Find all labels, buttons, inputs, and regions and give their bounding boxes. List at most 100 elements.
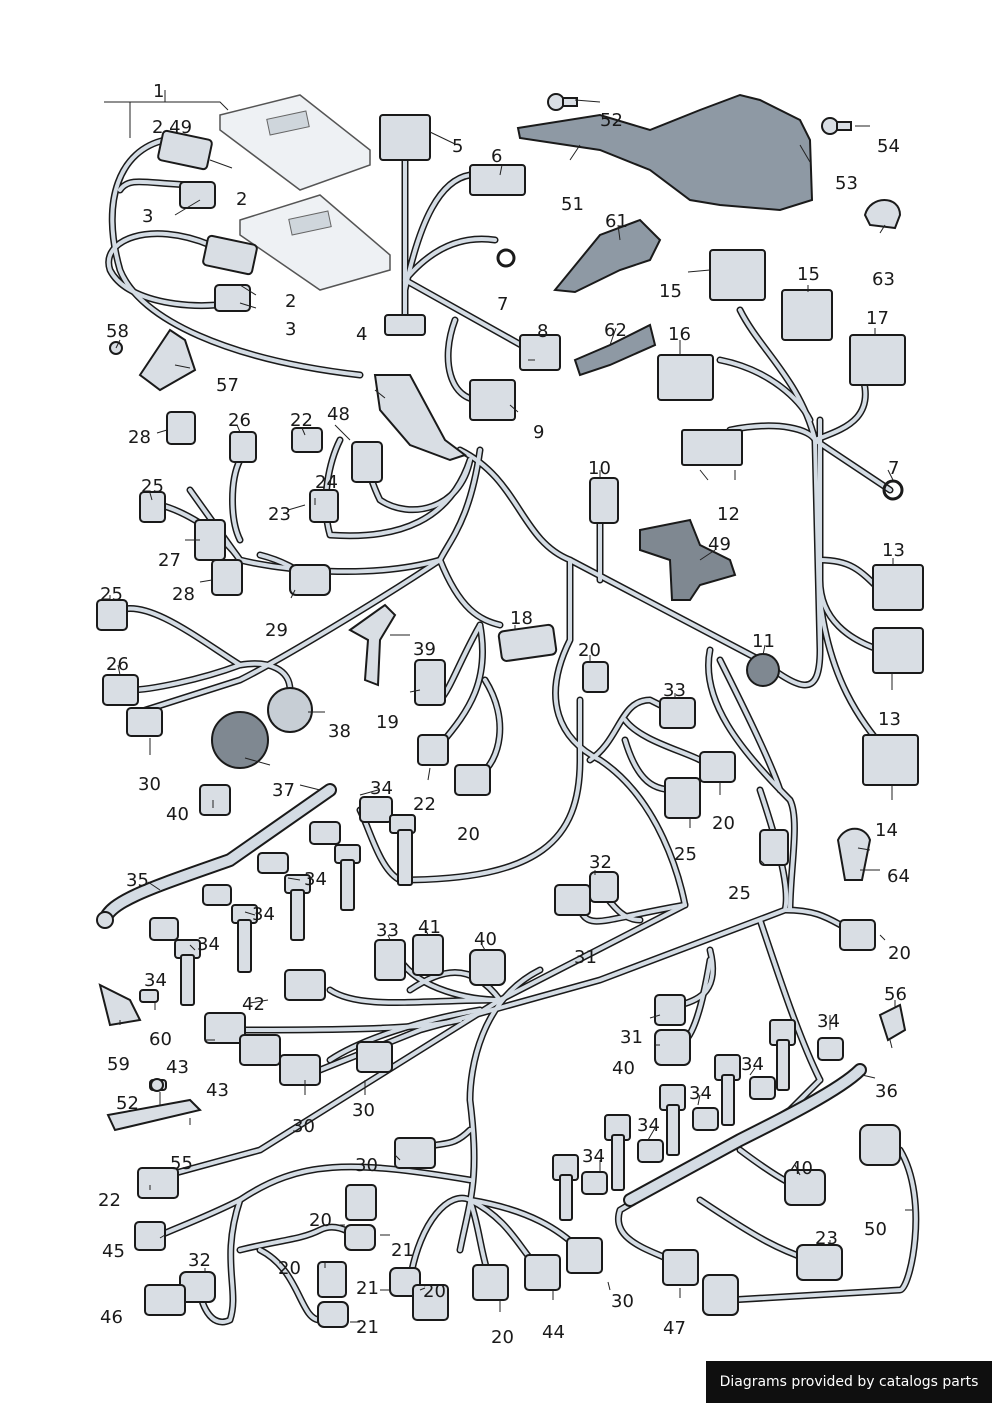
callout-32: 32 xyxy=(589,852,612,873)
callout-57: 57 xyxy=(216,375,239,396)
callout-4: 4 xyxy=(356,324,367,345)
callout-20: 20 xyxy=(423,1281,446,1302)
callout-25: 25 xyxy=(674,844,697,865)
callout-20: 20 xyxy=(888,943,911,964)
callout-3: 3 xyxy=(285,319,296,340)
callout-58: 58 xyxy=(106,321,129,342)
callout-34: 34 xyxy=(689,1083,712,1104)
callout-49: 49 xyxy=(708,534,731,555)
ecu-upper xyxy=(219,94,371,191)
callout-63: 63 xyxy=(872,269,895,290)
engine-control-units xyxy=(219,94,391,291)
callout-62: 62 xyxy=(604,320,627,341)
callout-46: 46 xyxy=(100,1307,123,1328)
callout-30: 30 xyxy=(292,1116,315,1137)
callout-36: 36 xyxy=(875,1081,898,1102)
callout-52: 52 xyxy=(116,1093,139,1114)
callout-59: 59 xyxy=(107,1054,130,1075)
callout-1: 1 xyxy=(153,81,164,102)
callout-13: 13 xyxy=(878,709,901,730)
callout-40: 40 xyxy=(790,1158,813,1179)
callout-23: 23 xyxy=(268,504,291,525)
callout-55: 55 xyxy=(170,1153,193,1174)
callout-labels: 1 2 49 2 3 2 3 5 6 7 4 8 9 52 51 53 54 6… xyxy=(98,81,911,1348)
callout-20: 20 xyxy=(491,1327,514,1348)
callout-34: 34 xyxy=(582,1146,605,1167)
callout-40: 40 xyxy=(612,1058,635,1079)
callout-28: 28 xyxy=(128,427,151,448)
callout-2: 2 xyxy=(236,189,247,210)
callout-30: 30 xyxy=(138,774,161,795)
callout-20: 20 xyxy=(278,1258,301,1279)
callout-11: 11 xyxy=(752,631,775,652)
callout-24: 24 xyxy=(315,472,338,493)
callout-28: 28 xyxy=(172,584,195,605)
callout-25: 25 xyxy=(141,476,164,497)
callout-3: 3 xyxy=(142,206,153,227)
callout-37: 37 xyxy=(272,780,295,801)
callout-14: 14 xyxy=(875,820,898,841)
callout-8: 8 xyxy=(537,321,548,342)
callout-42: 42 xyxy=(242,994,265,1015)
callout-20: 20 xyxy=(712,813,735,834)
callout-64: 64 xyxy=(887,866,910,887)
callout-40: 40 xyxy=(474,929,497,950)
callout-51: 51 xyxy=(561,194,584,215)
callout-47: 47 xyxy=(663,1318,686,1339)
callout-22: 22 xyxy=(290,410,313,431)
leader-lines xyxy=(104,90,912,1323)
credit-text: Diagrams provided by catalogs parts xyxy=(719,1374,979,1390)
bracket-56 xyxy=(878,1003,907,1042)
callout-44: 44 xyxy=(542,1322,565,1343)
callout-10: 10 xyxy=(588,458,611,479)
callout-15: 15 xyxy=(659,281,682,302)
clip-64 xyxy=(836,827,872,881)
callout-30: 30 xyxy=(611,1291,634,1312)
callout-22: 22 xyxy=(98,1190,121,1211)
callout-34: 34 xyxy=(637,1115,660,1136)
callout-30: 30 xyxy=(352,1100,375,1121)
bracket-52-51-53 xyxy=(516,93,814,212)
callout-23: 23 xyxy=(815,1228,838,1249)
callout-34: 34 xyxy=(741,1054,764,1075)
bracket-57 xyxy=(138,328,197,392)
callout-38: 38 xyxy=(328,721,351,742)
callout-2: 2 xyxy=(285,291,296,312)
brackets xyxy=(98,93,907,1132)
clip-63 xyxy=(863,199,902,230)
callout-35: 35 xyxy=(126,870,149,891)
callout-25: 25 xyxy=(728,883,751,904)
callout-6: 6 xyxy=(491,146,502,167)
callout-56: 56 xyxy=(884,984,907,1005)
callout-54: 54 xyxy=(877,136,900,157)
callout-31: 31 xyxy=(574,947,597,968)
bracket-39 xyxy=(348,603,397,687)
callout-50: 50 xyxy=(864,1219,887,1240)
callout-34: 34 xyxy=(197,934,220,955)
callout-15: 15 xyxy=(797,264,820,285)
callout-9: 9 xyxy=(533,422,544,443)
callout-41: 41 xyxy=(418,917,441,938)
callout-32: 32 xyxy=(188,1250,211,1271)
callout-5: 5 xyxy=(452,136,463,157)
callout-43: 43 xyxy=(166,1057,189,1078)
callout-39: 39 xyxy=(413,639,436,660)
ecu-lower xyxy=(239,194,391,291)
callout-53: 53 xyxy=(835,173,858,194)
callout-7: 7 xyxy=(497,294,508,315)
bracket-59 xyxy=(98,983,142,1027)
callout-52: 52 xyxy=(600,110,623,131)
callout-13: 13 xyxy=(882,540,905,561)
callout-26: 26 xyxy=(228,410,251,431)
callout-25: 25 xyxy=(100,584,123,605)
bracket-61 xyxy=(553,218,662,294)
callout-21: 21 xyxy=(356,1317,379,1338)
callout-18: 18 xyxy=(510,608,533,629)
callout-31: 31 xyxy=(620,1027,643,1048)
callout-34: 34 xyxy=(252,904,275,925)
callout-2-49: 2 49 xyxy=(152,117,192,138)
callout-34: 34 xyxy=(304,869,327,890)
callout-22: 22 xyxy=(413,794,436,815)
air-duct-49 xyxy=(639,518,737,601)
